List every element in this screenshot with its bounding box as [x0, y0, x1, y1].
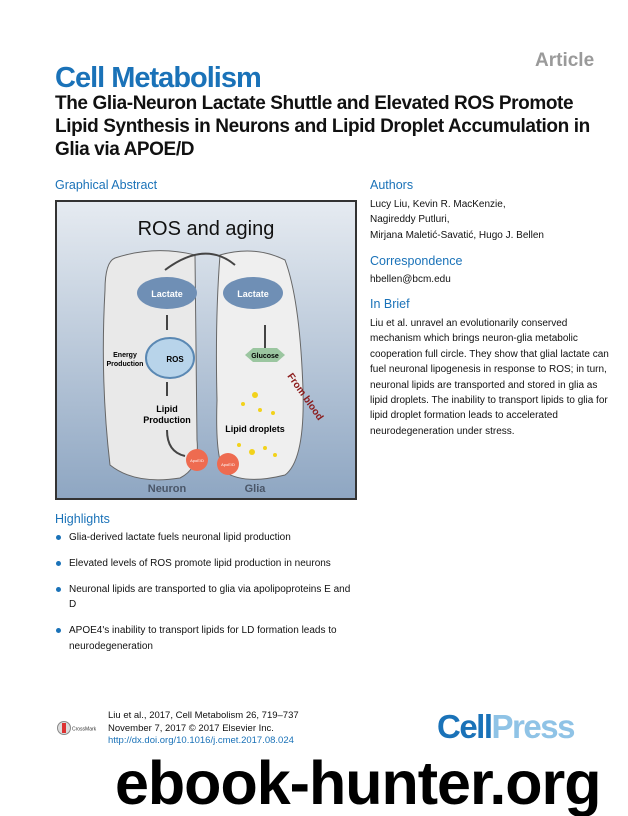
highlights-label: Highlights: [55, 512, 110, 526]
lipid-production-label: Production: [143, 415, 191, 425]
highlight-item: Glia-derived lactate fuels neuronal lipi…: [55, 530, 360, 545]
citation-block: Liu et al., 2017, Cell Metabolism 26, 71…: [108, 710, 299, 748]
cell-press-logo: CellPress: [437, 708, 575, 745]
citation: Liu et al., 2017, Cell Metabolism 26, 71…: [108, 710, 299, 721]
crossmark-logo-icon[interactable]: CrossMark: [57, 720, 103, 736]
neuron-lactate-label: Lactate: [151, 289, 183, 299]
article-type: Article: [535, 50, 595, 71]
glucose-hexagon: [245, 348, 285, 362]
graphical-abstract-figure: ROS and aging Lactate Lactate ROS Energy…: [55, 200, 357, 500]
journal-name: Cell Metabolism: [55, 62, 262, 94]
lipid-arrow: [166, 429, 186, 457]
apoe-glia: [217, 453, 239, 475]
lipid-droplets-label: Lipid droplets: [225, 424, 285, 434]
bullet-icon: [56, 561, 61, 566]
graphical-abstract-label: Graphical Abstract: [55, 178, 158, 192]
glia-lactate-label: Lactate: [237, 289, 269, 299]
publication-date: November 7, 2017 © 2017 Elsevier Inc.: [108, 722, 274, 734]
energy-label: Energy: [113, 352, 137, 359]
in-brief-text: Liu et al. unravel an evolutionarily con…: [370, 318, 609, 437]
highlights-list: Glia-derived lactate fuels neuronal lipi…: [55, 530, 360, 665]
paper-title: The Glia-Neuron Lactate Shuttle and Elev…: [55, 93, 590, 160]
bullet-icon: [56, 628, 61, 634]
glia-label: Glia: [245, 483, 267, 495]
glucose-label: Glucose: [251, 353, 279, 360]
svg-text:ApoE/D: ApoE/D: [190, 458, 204, 463]
bullet-icon: [56, 535, 61, 540]
production-label: Production: [107, 361, 144, 368]
in-brief-label: In Brief: [370, 297, 410, 311]
authors-label: Authors: [370, 178, 414, 192]
glia-cell: [215, 250, 304, 480]
svg-text:CrossMark: CrossMark: [72, 727, 97, 733]
highlight-item: Neuronal lipids are transported to glia …: [55, 582, 360, 613]
ros-label: ROS: [166, 355, 184, 364]
bullet-icon: [56, 587, 61, 592]
author-line: Lucy Liu, Kevin R. MacKenzie,: [370, 199, 506, 210]
author-line: Nagireddy Putluri,: [370, 214, 450, 226]
authors-list: Lucy Liu, Kevin R. MacKenzie, Nagireddy …: [370, 197, 620, 243]
highlight-item: Elevated levels of ROS promote lipid pro…: [55, 556, 360, 571]
apoe-neuron: [186, 449, 208, 471]
neuron-lactate-cloud: [137, 277, 197, 309]
neuron-label: Neuron: [148, 483, 187, 495]
lactate-transfer-arrow: [164, 252, 236, 271]
highlight-item: APOE4's inability to transport lipids fo…: [55, 623, 360, 654]
author-line: Mirjana Maletić-Savatić, Hugo J. Bellen: [370, 229, 544, 241]
correspondence-email[interactable]: hbellen@bcm.edu: [370, 274, 451, 285]
lipid-droplet-dots: [237, 392, 277, 457]
glia-lactate-cloud: [223, 277, 283, 309]
watermark: ebook-hunter.org: [115, 749, 602, 816]
figure-heading: ROS and aging: [138, 218, 275, 240]
correspondence-label: Correspondence: [370, 254, 463, 268]
svg-text:ApoE/D: ApoE/D: [221, 462, 235, 467]
mitochondrion-icon: [145, 337, 195, 379]
doi-link[interactable]: http://dx.doi.org/10.1016/j.cmet.2017.08…: [108, 735, 294, 746]
lipid-label: Lipid: [156, 404, 178, 414]
